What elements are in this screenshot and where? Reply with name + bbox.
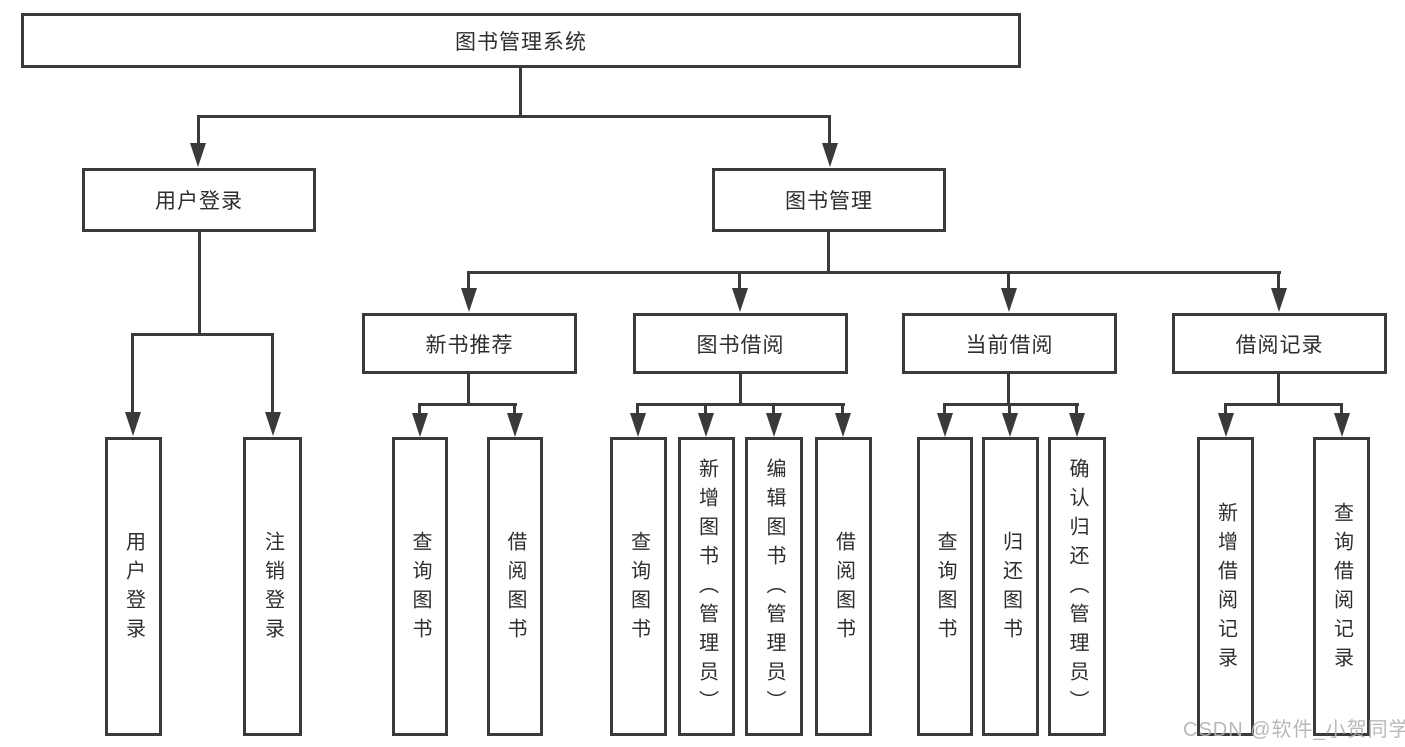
connector-line: [197, 115, 200, 145]
leaf-records-add-borrow-record: 新增借阅记录: [1197, 437, 1254, 736]
leaf-borrowing-add-books-admin: 新增图书（管理员）: [678, 437, 735, 736]
connector-line: [738, 271, 741, 291]
arrowhead-down-icon: [630, 413, 646, 437]
node-book-management: 图书管理: [712, 168, 946, 232]
arrowhead-down-icon: [766, 413, 782, 437]
leaf-user-login: 用户登录: [105, 437, 162, 736]
arrowhead-down-icon: [412, 413, 428, 437]
connector-line: [467, 271, 1281, 274]
connector-line: [467, 372, 470, 406]
connector-line: [418, 403, 517, 406]
connector-line: [513, 403, 516, 415]
connector-line: [1007, 372, 1010, 406]
connector-line: [704, 403, 707, 415]
leaf-borrowing-borrow-books: 借阅图书: [815, 437, 872, 736]
connector-line: [418, 403, 421, 415]
node-book-borrowing: 图书借阅: [633, 313, 848, 374]
connector-line: [271, 333, 274, 413]
connector-line: [841, 403, 844, 415]
node-user-login: 用户登录: [82, 168, 316, 232]
connector-line: [1277, 271, 1280, 291]
connector-line: [636, 403, 639, 415]
connector-line: [131, 333, 134, 413]
arrowhead-down-icon: [1001, 288, 1017, 312]
arrowhead-down-icon: [1271, 288, 1287, 312]
connector-line: [1277, 372, 1280, 406]
arrowhead-down-icon: [1334, 413, 1350, 437]
arrowhead-down-icon: [822, 143, 838, 167]
node-borrowing-records: 借阅记录: [1172, 313, 1387, 374]
leaf-newbook-query-books: 查询图书: [392, 437, 448, 736]
arrowhead-down-icon: [265, 412, 281, 436]
leaf-current-return-books: 归还图书: [982, 437, 1039, 736]
connector-line: [519, 68, 522, 118]
connector-line: [1224, 403, 1343, 406]
connector-line: [467, 271, 470, 291]
leaf-newbook-borrow-books: 借阅图书: [487, 437, 543, 736]
connector-line: [1075, 403, 1078, 415]
arrowhead-down-icon: [698, 413, 714, 437]
node-new-book-recommendation: 新书推荐: [362, 313, 577, 374]
leaf-current-confirm-return-admin: 确认归还（管理员）: [1048, 437, 1106, 736]
arrowhead-down-icon: [835, 413, 851, 437]
connector-line: [1008, 403, 1011, 415]
leaf-borrowing-edit-books-admin: 编辑图书（管理员）: [745, 437, 803, 736]
leaf-logout: 注销登录: [243, 437, 302, 736]
connector-line: [131, 333, 274, 336]
node-book-management-system: 图书管理系统: [21, 13, 1021, 68]
connector-line: [198, 232, 201, 336]
connector-line: [197, 115, 831, 118]
connector-line: [772, 403, 775, 415]
arrowhead-down-icon: [732, 288, 748, 312]
arrowhead-down-icon: [1069, 413, 1085, 437]
leaf-current-query-books: 查询图书: [917, 437, 973, 736]
leaf-records-query-borrow-record: 查询借阅记录: [1313, 437, 1370, 736]
connector-line: [739, 372, 742, 406]
node-current-borrowing: 当前借阅: [902, 313, 1117, 374]
arrowhead-down-icon: [937, 413, 953, 437]
connector-line: [636, 403, 845, 406]
arrowhead-down-icon: [461, 288, 477, 312]
arrowhead-down-icon: [507, 413, 523, 437]
arrowhead-down-icon: [190, 143, 206, 167]
connector-line: [1007, 271, 1010, 291]
connector-line: [943, 403, 1079, 406]
arrowhead-down-icon: [1002, 413, 1018, 437]
connector-line: [943, 403, 946, 415]
connector-line: [1224, 403, 1227, 415]
arrowhead-down-icon: [1218, 413, 1234, 437]
watermark-text: CSDN @软件_小贺同学: [1183, 719, 1405, 741]
connector-line: [828, 115, 831, 145]
leaf-borrowing-query-books: 查询图书: [610, 437, 667, 736]
arrowhead-down-icon: [125, 412, 141, 436]
connector-line: [827, 232, 830, 274]
connector-line: [1340, 403, 1343, 415]
